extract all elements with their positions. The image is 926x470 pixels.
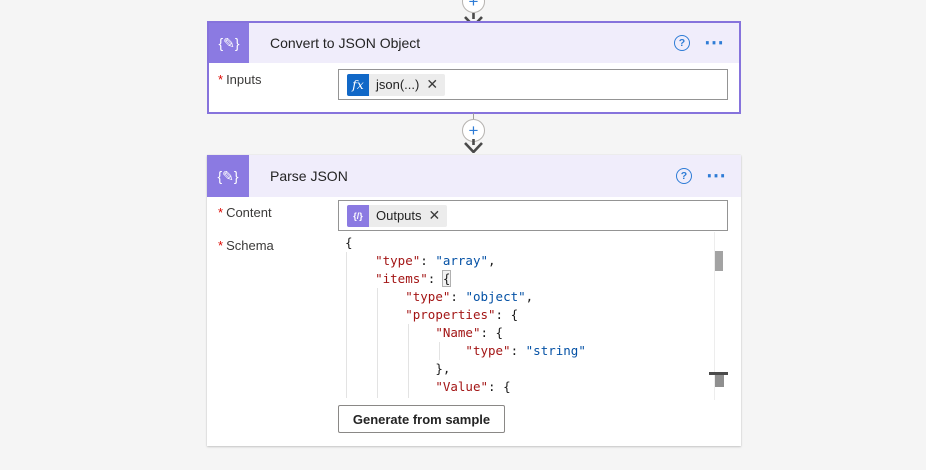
indent-guide <box>439 342 440 360</box>
schema-editor[interactable]: { "type": "array", "items": { "type": "o… <box>338 232 728 400</box>
indent-guide <box>377 288 378 398</box>
inputs-field-label: *Inputs <box>218 72 262 87</box>
data-operation-icon: {✎} <box>207 155 249 197</box>
fx-icon: fx <box>347 73 369 96</box>
indent-guide <box>408 324 409 398</box>
help-icon[interactable]: ? <box>674 35 690 51</box>
required-asterisk: * <box>218 205 224 220</box>
help-icon[interactable]: ? <box>676 168 692 184</box>
scrollbar-marker <box>709 372 728 375</box>
data-operation-token-icon: {/} <box>347 204 369 227</box>
scrollbar-gutter <box>714 232 715 400</box>
generate-from-sample-button[interactable]: Generate from sample <box>338 405 505 433</box>
indent-guide <box>346 252 347 398</box>
remove-token-icon[interactable]: ✕ <box>426 76 439 92</box>
required-asterisk: * <box>218 72 224 87</box>
content-field[interactable]: {/} Outputs ✕ <box>338 200 728 231</box>
expression-token-label: json(...) <box>376 77 420 92</box>
card-title: Parse JSON <box>270 168 348 184</box>
scrollbar-marker <box>715 375 724 387</box>
outputs-token-label: Outputs <box>376 208 422 223</box>
schema-code: { "type": "array", "items": { "type": "o… <box>345 235 586 394</box>
connector-line <box>473 113 474 120</box>
action-card-convert-to-json: {✎} Convert to JSON Object ? ⋯ <box>207 21 741 114</box>
outputs-token[interactable]: {/} Outputs ✕ <box>347 204 448 227</box>
card-title: Convert to JSON Object <box>270 35 421 51</box>
action-card-header[interactable]: {✎} Convert to JSON Object ? ⋯ <box>209 23 739 63</box>
remove-token-icon[interactable]: ✕ <box>428 207 441 223</box>
insert-step-button[interactable]: + <box>462 0 485 13</box>
insert-step-button[interactable]: + <box>462 119 485 142</box>
connector-arrow-down-icon <box>464 139 483 153</box>
inputs-field[interactable]: fx json(...) ✕ <box>338 69 728 100</box>
more-options-icon[interactable]: ⋯ <box>706 165 727 187</box>
data-operation-icon: {✎} <box>209 23 249 63</box>
expression-token[interactable]: fx json(...) ✕ <box>347 73 446 96</box>
required-asterisk: * <box>218 238 224 253</box>
scrollbar-thumb[interactable] <box>715 251 723 271</box>
more-options-icon[interactable]: ⋯ <box>704 32 725 54</box>
schema-field-label: *Schema <box>218 238 274 253</box>
action-card-header[interactable]: {✎} Parse JSON ? ⋯ <box>207 155 741 197</box>
content-field-label: *Content <box>218 205 272 220</box>
